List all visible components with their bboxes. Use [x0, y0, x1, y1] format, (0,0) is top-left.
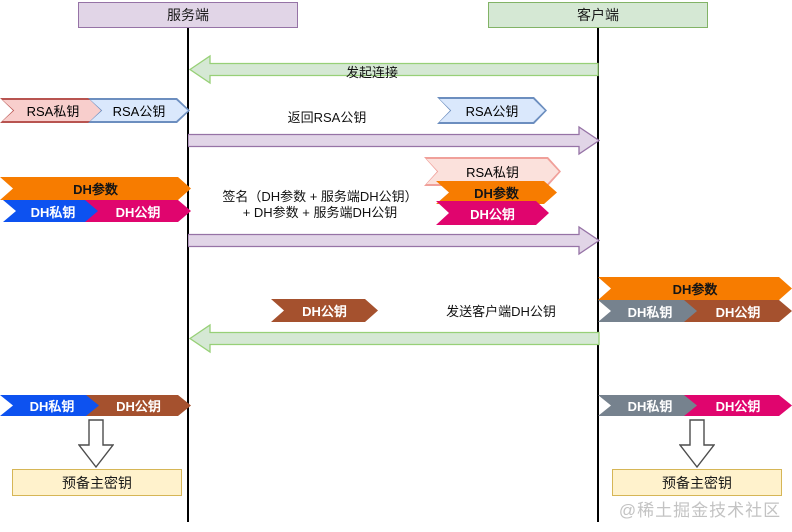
- client-rsa-public-ribbon: RSA公钥: [437, 97, 547, 124]
- client-lifeline: [597, 28, 599, 522]
- server-dh-public-ribbon: DH公钥: [85, 200, 191, 222]
- send-client-dh-arrow: [189, 323, 600, 354]
- bottom-client-dh-private-label: DH私钥: [627, 399, 673, 414]
- bottom-client-recv-dh-public-label: DH公钥: [715, 399, 761, 414]
- bottom-client-dh-private-ribbon: DH私钥: [598, 395, 702, 416]
- client-recv-dh-public-label: DH公钥: [470, 206, 515, 222]
- return-rsa-arrow: [188, 125, 600, 156]
- client-recv-server-dh-public-label: DH公钥: [715, 304, 761, 320]
- server-premaster-secret-label: 预备主密钥: [62, 474, 132, 491]
- client-dh-private-ribbon: DH私钥: [598, 300, 702, 322]
- client-dh-params-ribbon: DH参数: [598, 277, 792, 300]
- bottom-client-recv-dh-public-ribbon: DH公钥: [684, 395, 792, 416]
- server-rsa-public-ribbon: RSA公钥: [88, 98, 190, 123]
- sign-message-line1: 签名（DH参数 + 服务端DH公钥）: [222, 189, 418, 204]
- client-actor-label: 客户端: [577, 7, 619, 23]
- client-recv-dh-params-label: DH参数: [474, 186, 519, 201]
- sign-dh-arrow: [188, 225, 600, 256]
- client-actor-box: 客户端: [488, 2, 708, 28]
- bottom-server-dh-private-label: DH私钥: [29, 399, 75, 414]
- server-actor-label: 服务端: [167, 7, 209, 23]
- server-rsa-public-label: RSA公钥: [112, 104, 166, 119]
- server-dh-private-ribbon: DH私钥: [3, 200, 103, 222]
- server-premaster-secret-box: 预备主密钥: [12, 469, 182, 496]
- connect-arrow: [189, 54, 599, 85]
- bottom-server-dh-private-ribbon: DH私钥: [0, 395, 104, 416]
- server-dh-public-label: DH公钥: [115, 204, 161, 220]
- client-derive-down-arrow: [679, 419, 715, 469]
- client-recv-server-dh-public-ribbon: DH公钥: [684, 300, 792, 322]
- server-dh-params-label: DH参数: [73, 182, 118, 197]
- server-dh-params-ribbon: DH参数: [0, 177, 191, 200]
- bottom-server-recv-dh-public-label: DH公钥: [116, 399, 161, 414]
- server-dh-private-label: DH私钥: [30, 204, 76, 220]
- bottom-server-recv-dh-public-ribbon: DH公钥: [86, 395, 191, 416]
- server-actor-box: 服务端: [78, 2, 298, 28]
- send-client-dh-message-label: 发送客户端DH公钥: [446, 304, 556, 319]
- server-lifeline: [187, 28, 189, 522]
- server-derive-down-arrow: [78, 419, 114, 469]
- client-dh-private-label: DH私钥: [627, 304, 673, 320]
- sent-client-dh-public-ribbon: DH公钥: [271, 299, 378, 322]
- client-recv-dh-public-ribbon: DH公钥: [436, 201, 549, 225]
- return-rsa-message-label: 返回RSA公钥: [287, 110, 367, 125]
- sign-message-line2: + DH参数 + 服务端DH公钥: [242, 205, 398, 220]
- juejin-watermark: @稀土掘金技术社区: [618, 501, 782, 520]
- server-rsa-private-label: RSA私钥: [26, 104, 80, 119]
- client-recv-rsa-private-label: RSA私钥: [466, 165, 519, 180]
- client-premaster-secret-box: 预备主密钥: [612, 469, 782, 496]
- server-rsa-private-ribbon: RSA私钥: [0, 98, 106, 123]
- client-recv-dh-params-ribbon: DH参数: [436, 181, 557, 204]
- client-dh-params-label: DH参数: [672, 282, 718, 297]
- sent-client-dh-public-label: DH公钥: [302, 304, 347, 319]
- client-rsa-public-label: RSA公钥: [465, 104, 519, 119]
- sign-message-label: 签名（DH参数 + 服务端DH公钥） + DH参数 + 服务端DH公钥: [195, 189, 445, 221]
- client-premaster-secret-label: 预备主密钥: [662, 474, 732, 491]
- connect-message-label: 发起连接: [345, 65, 398, 80]
